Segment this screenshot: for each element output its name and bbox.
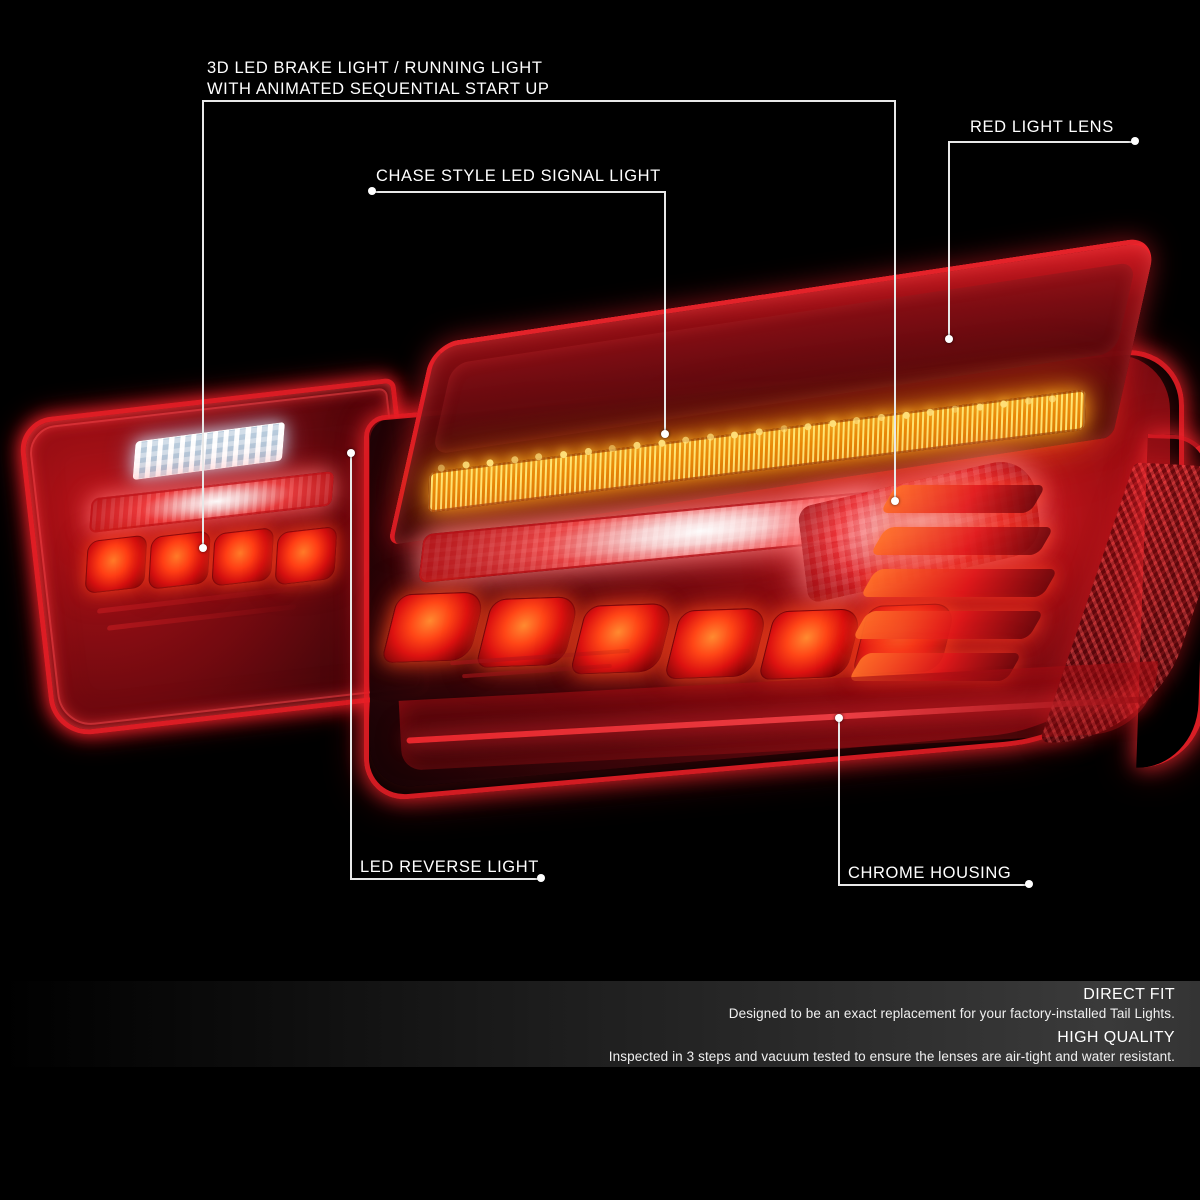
leader-chrome-vertical — [838, 718, 840, 885]
brake-segment — [274, 525, 338, 586]
chase-led-dot — [828, 419, 837, 428]
leader-endpoint-dot — [347, 449, 355, 457]
tail-light-product-photo — [0, 0, 1200, 960]
chase-led-dot — [437, 464, 446, 472]
chase-led-dot — [681, 436, 690, 445]
leader-brake-running-left — [202, 100, 204, 548]
callout-line-2: WITH ANIMATED SEQUENTIAL START UP — [207, 80, 550, 98]
brake-segment — [569, 602, 675, 675]
leader-origin-dot — [1131, 137, 1139, 145]
leader-red-lens-horizontal — [948, 141, 1134, 143]
feature-high-quality: HIGH QUALITY Inspected in 3 steps and va… — [609, 1028, 1175, 1066]
callout-chrome-housing-label: CHROME HOUSING — [848, 864, 1012, 882]
chase-led-dot — [755, 427, 764, 436]
leader-origin-dot — [537, 874, 545, 882]
feature-direct-fit: DIRECT FIT Designed to be an exact repla… — [729, 985, 1175, 1023]
brake-segment — [757, 608, 863, 680]
chrome-housing-edge — [1136, 433, 1200, 771]
led-bar — [859, 569, 1059, 597]
leader-endpoint-dot — [661, 430, 669, 438]
chase-led-dot — [706, 433, 715, 442]
chase-led-dot — [877, 413, 886, 422]
chase-led-dot — [633, 441, 641, 450]
feature-banner: DIRECT FIT Designed to be an exact repla… — [0, 981, 1200, 1067]
leader-chrome-horizontal — [838, 884, 1028, 886]
chase-led-dot — [559, 450, 568, 459]
chase-led-dot — [1048, 394, 1057, 403]
chase-led-dot — [608, 444, 617, 453]
led-bar — [879, 485, 1047, 513]
leader-reverse-horizontal — [350, 878, 540, 880]
chase-led-dot — [779, 425, 788, 433]
chase-led-dot — [1024, 397, 1033, 406]
callout-red-light-lens-label: RED LIGHT LENS — [970, 118, 1114, 136]
leader-chase-signal-horizontal — [372, 191, 666, 193]
chase-led-dot — [584, 447, 592, 456]
chase-led-dot — [951, 405, 959, 414]
brake-segment — [663, 607, 769, 680]
callout-brake-running-light-label: 3D LED BRAKE LIGHT / RUNNING LIGHT WITH … — [207, 58, 550, 100]
chase-led-dot — [926, 408, 935, 417]
chase-led-dot — [535, 453, 544, 461]
chase-led-dot — [510, 455, 519, 464]
chase-led-dot — [730, 430, 739, 439]
chase-led-dot — [902, 411, 910, 420]
feature-heading: DIRECT FIT — [1083, 986, 1175, 1003]
brake-segment — [380, 591, 486, 664]
main-quarter-panel-lamp — [330, 235, 1200, 803]
leader-endpoint-dot — [945, 335, 953, 343]
feature-description: Designed to be an exact replacement for … — [728, 1006, 1175, 1021]
chase-led-dot — [853, 416, 862, 425]
leader-reverse-vertical — [350, 452, 352, 879]
leader-origin-dot — [368, 187, 376, 195]
callout-line-1: 3D LED BRAKE LIGHT / RUNNING LIGHT — [207, 59, 543, 77]
leader-origin-dot — [1025, 880, 1033, 888]
chase-led-dot — [804, 422, 813, 431]
callout-chase-signal-label: CHASE STYLE LED SIGNAL LIGHT — [376, 167, 661, 185]
leader-endpoint-dot — [199, 544, 207, 552]
chase-led-dot — [999, 400, 1008, 408]
chase-led-dot — [486, 458, 495, 467]
brake-segment — [84, 534, 148, 595]
leader-endpoint-dot — [835, 714, 843, 722]
chase-led-dot — [975, 402, 984, 411]
feature-heading: HIGH QUALITY — [1057, 1029, 1175, 1046]
leader-endpoint-dot — [891, 497, 899, 505]
leader-chase-signal-vertical — [664, 191, 666, 434]
feature-description: Inspected in 3 steps and vacuum tested t… — [608, 1049, 1175, 1064]
leader-brake-running-right — [894, 100, 896, 500]
led-bar — [851, 611, 1045, 639]
chase-led-dot — [461, 461, 470, 470]
callout-led-reverse-light-label: LED REVERSE LIGHT — [360, 858, 539, 876]
leader-brake-running-top — [202, 100, 895, 102]
brake-segment — [211, 527, 275, 587]
leader-red-lens-vertical — [948, 141, 950, 339]
chase-led-dot — [657, 439, 666, 447]
led-bar — [869, 527, 1055, 555]
